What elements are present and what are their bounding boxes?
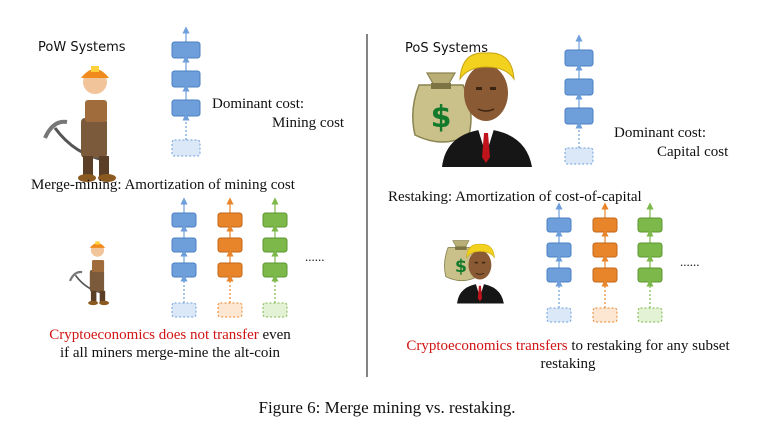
pos-capital-cost-label: Capital cost bbox=[657, 144, 729, 160]
pos-dominant-cost-label: Dominant cost: bbox=[614, 125, 707, 141]
block bbox=[171, 41, 201, 59]
pending-block bbox=[171, 302, 197, 318]
businessman-icon bbox=[442, 52, 532, 167]
block bbox=[637, 242, 663, 258]
block bbox=[171, 212, 197, 228]
block bbox=[217, 212, 243, 228]
block bbox=[546, 217, 572, 233]
pending-block bbox=[171, 139, 201, 157]
pos-title: PoS Systems bbox=[405, 41, 488, 56]
block bbox=[262, 237, 288, 253]
pos-caption-emphasis: Cryptoeconomics transfers bbox=[406, 338, 568, 354]
money-bag-icon: $ bbox=[444, 240, 479, 282]
block bbox=[171, 262, 197, 278]
block bbox=[564, 78, 594, 96]
block bbox=[262, 212, 288, 228]
block bbox=[592, 217, 618, 233]
pow-more-chains-ellipsis: ...... bbox=[305, 249, 325, 264]
merge-mining-heading: Merge-mining: Amortization of mining cos… bbox=[31, 177, 295, 193]
restaking-heading: Restaking: Amortization of cost-of-capit… bbox=[388, 189, 642, 205]
pending-block bbox=[564, 147, 594, 165]
pow-caption-emphasis: Cryptoeconomics does not transfer bbox=[49, 327, 259, 343]
pending-block bbox=[637, 307, 663, 323]
pending-block bbox=[262, 302, 288, 318]
blockchains bbox=[171, 26, 663, 323]
pending-block bbox=[592, 307, 618, 323]
block bbox=[217, 237, 243, 253]
block bbox=[546, 267, 572, 283]
block bbox=[564, 49, 594, 67]
block bbox=[592, 267, 618, 283]
pow-caption-rest: even bbox=[258, 327, 291, 343]
block bbox=[171, 99, 201, 117]
svg-text:$: $ bbox=[431, 100, 452, 135]
businessman-icon bbox=[457, 243, 504, 304]
pos-caption-line2: restaking bbox=[540, 356, 596, 372]
pow-dominant-cost-label: Dominant cost: bbox=[212, 96, 305, 112]
block bbox=[564, 107, 594, 125]
block bbox=[637, 267, 663, 283]
pos-caption-rest: to restaking for any subset bbox=[567, 338, 730, 354]
svg-text:$: $ bbox=[455, 257, 467, 277]
block bbox=[262, 262, 288, 278]
money-bag-icon: $ bbox=[412, 72, 472, 143]
pos-more-chains-ellipsis: ...... bbox=[680, 254, 700, 269]
block bbox=[171, 70, 201, 88]
figure-caption: Figure 6: Merge mining vs. restaking. bbox=[258, 398, 516, 417]
pow-caption-line1: Cryptoeconomics does not transfer even bbox=[40, 327, 300, 344]
pow-title: PoW Systems bbox=[38, 40, 126, 55]
miner-icon bbox=[43, 66, 116, 182]
miner-icon bbox=[68, 241, 110, 306]
block bbox=[546, 242, 572, 258]
pow-caption-line2: if all miners merge-mine the alt-coin bbox=[59, 345, 281, 361]
block bbox=[637, 217, 663, 233]
pending-block bbox=[217, 302, 243, 318]
block bbox=[171, 237, 197, 253]
pending-block bbox=[546, 307, 572, 323]
pow-mining-cost-label: Mining cost bbox=[272, 115, 345, 131]
block bbox=[592, 242, 618, 258]
pos-caption-line1: Cryptoeconomics transfers to restaking f… bbox=[386, 338, 750, 355]
block bbox=[217, 262, 243, 278]
